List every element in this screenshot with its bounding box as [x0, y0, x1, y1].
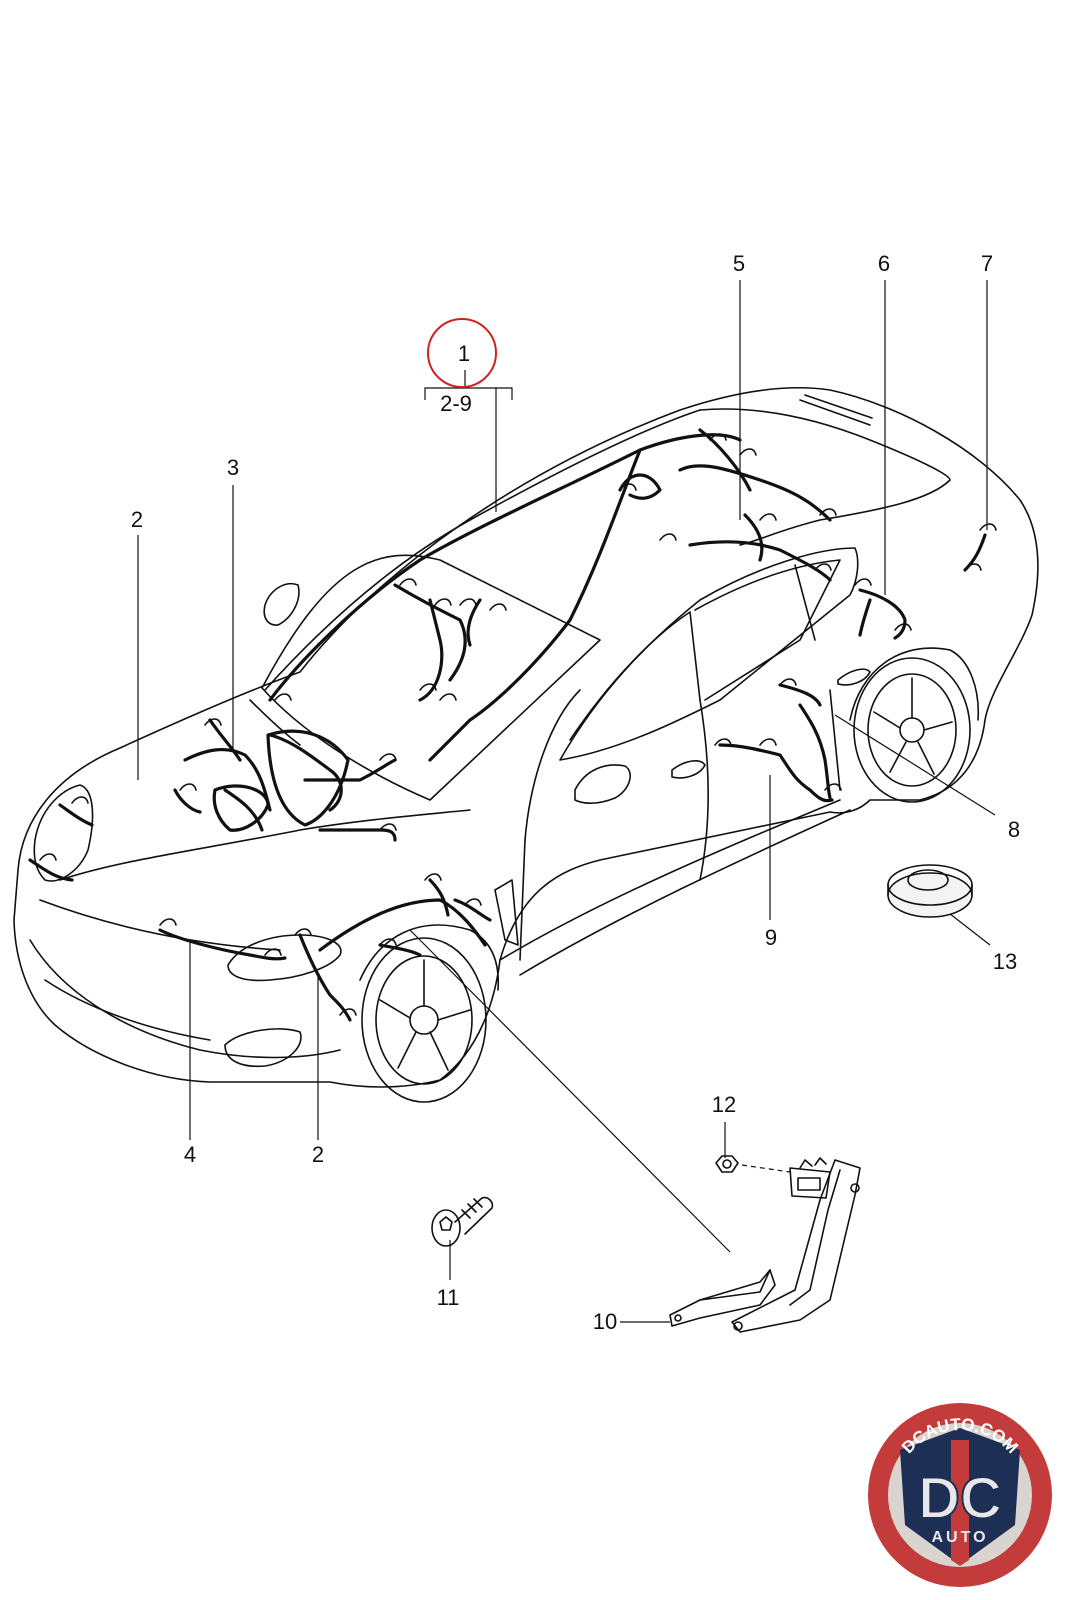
callout-4: 4: [183, 1142, 197, 1167]
callout-11: 11: [436, 1285, 460, 1310]
wiring-harness: [28, 428, 987, 1022]
callout-7: 7: [980, 251, 994, 276]
car-body-outline: [13, 386, 1039, 1103]
grommet-part: [887, 864, 973, 918]
callout-13: 13: [992, 949, 1018, 974]
callout-9: 9: [764, 925, 778, 950]
callout-5: 5: [732, 251, 746, 276]
leader-lines: [137, 280, 996, 1323]
logo-initials: DC: [918, 1466, 1002, 1531]
callout-12: 12: [711, 1092, 737, 1117]
dcauto-logo: DCAUTO.COM DC AUTO: [868, 1403, 1052, 1587]
nut-part: [715, 1155, 791, 1173]
callout-2-bottom: 2: [311, 1142, 325, 1167]
callout-8: 8: [1007, 817, 1021, 842]
callout-6: 6: [877, 251, 891, 276]
callout-1: 1: [457, 341, 471, 366]
callout-10: 10: [592, 1309, 618, 1334]
logo-word: AUTO: [931, 1529, 988, 1546]
callout-2-top: 2: [130, 507, 144, 532]
harness-connectors: [39, 433, 997, 1016]
bracket-part: [669, 1157, 861, 1333]
callout-1-range: 2-9: [440, 391, 472, 416]
bolt-part: [431, 1196, 494, 1247]
callout-1-highlight: [427, 318, 497, 388]
callout-3: 3: [226, 455, 240, 480]
